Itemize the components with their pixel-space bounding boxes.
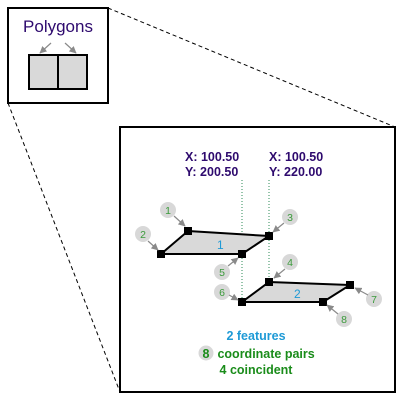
vertex-7: [346, 281, 354, 289]
vertex-badge-2: 2: [135, 226, 159, 251]
svg-text:6: 6: [219, 287, 225, 299]
inset-polygon-left: [28, 54, 59, 90]
vertex-badge-1: 1: [160, 202, 186, 227]
svg-text:4: 4: [287, 257, 293, 269]
inset-arrow-left: [39, 42, 52, 54]
polygon-2-label: 2: [294, 287, 301, 301]
vertex-badge-4: 4: [273, 254, 298, 279]
coord-left-y: Y: 200.50: [185, 165, 238, 179]
vertex-4: [265, 278, 273, 286]
vertex-5: [238, 250, 246, 258]
vertex-badge-8: 8: [326, 304, 352, 327]
svg-text:3: 3: [287, 212, 293, 224]
inset-title: Polygons: [23, 17, 93, 36]
svg-text:8: 8: [341, 314, 347, 326]
summary-coincident: 4 coincident: [220, 363, 294, 377]
polygon-1-label: 1: [217, 238, 224, 252]
coord-right-y: Y: 220.00: [269, 165, 322, 179]
inset-polygon-right: [57, 54, 88, 90]
coord-right-x: X: 100.50: [269, 150, 323, 164]
detail-frame: [119, 126, 396, 393]
zoom-connector-bottom: [7, 102, 121, 393]
vertex-badge-7: 7: [354, 287, 382, 307]
inset-arrow-right: [64, 42, 77, 54]
vertex-2: [157, 250, 165, 258]
summary-coordinate-text: coordinate pairs: [214, 347, 315, 361]
svg-text:2: 2: [140, 229, 146, 241]
zoom-connector-top: [107, 7, 396, 128]
svg-text:1: 1: [165, 205, 171, 217]
vertex-badge-5: 5: [214, 257, 239, 280]
svg-text:5: 5: [219, 267, 225, 279]
vertex-badge-6: 6: [214, 284, 239, 301]
vertex-badge-3: 3: [272, 209, 298, 233]
summary-coordinate-count: 8: [203, 347, 210, 361]
svg-text:7: 7: [371, 294, 377, 306]
summary-coordinate-pairs: 8 coordinate pairs: [198, 345, 315, 361]
vertex-3: [265, 232, 273, 240]
vertex-1: [184, 227, 192, 235]
vertex-6: [238, 298, 246, 306]
vertex-8: [319, 298, 327, 306]
summary-features: 2 features: [226, 329, 285, 343]
coord-left-x: X: 100.50: [185, 150, 239, 164]
